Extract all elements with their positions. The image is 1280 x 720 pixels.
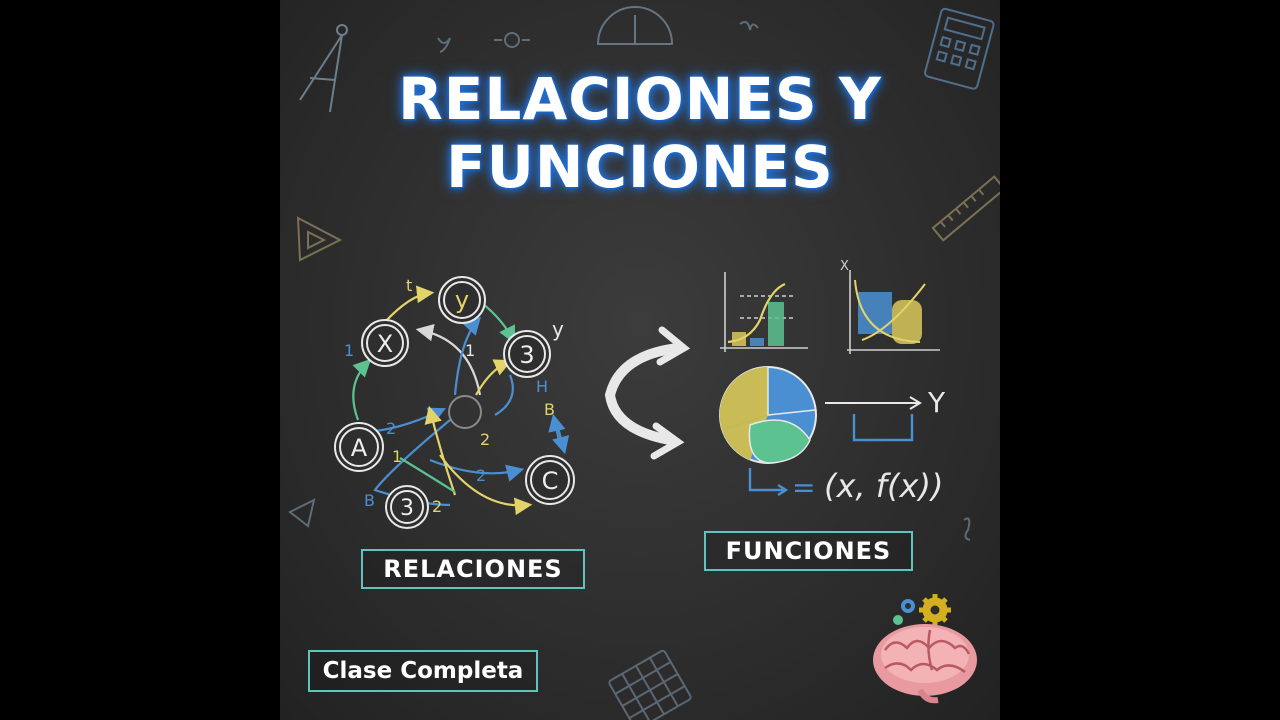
graph-x-label: X <box>840 259 849 274</box>
mark-b-right: B <box>544 400 555 419</box>
node-three-bottom-label: 3 <box>400 496 414 521</box>
chalkboard: RELACIONES Y FUNCIONES <box>280 0 1000 720</box>
mark-two-bottom: 2 <box>432 497 442 516</box>
set-square-icon <box>296 216 343 262</box>
hub-node <box>448 395 482 429</box>
small-gear-icon <box>901 599 915 613</box>
mark-t: t <box>406 276 412 295</box>
relation-arrows <box>352 285 570 516</box>
compass-icon <box>299 24 348 113</box>
mark-one-mid: 1 <box>465 341 475 360</box>
codomain-bracket <box>852 414 914 442</box>
mark-two-c: 2 <box>476 466 486 485</box>
node-y <box>438 276 486 324</box>
relaciones-label: RELACIONES <box>361 549 585 589</box>
node-c <box>525 455 575 505</box>
mapping-arrow-icon <box>825 396 922 410</box>
mark-one-left: 1 <box>344 341 354 360</box>
mark-one-a: 1 <box>392 447 402 466</box>
formula-equals: = <box>792 471 815 504</box>
function-pie-chart <box>719 366 817 464</box>
title-line-1: RELACIONES Y <box>398 65 882 133</box>
scribble-doodles <box>288 21 971 541</box>
calculator-icon-bottom <box>608 649 692 720</box>
node-three-top <box>503 330 551 378</box>
protractor-icon <box>596 6 674 45</box>
transform-arrow-icon <box>604 326 691 460</box>
mark-b-bottom: B <box>364 491 375 510</box>
mark-two-a: 2 <box>386 419 396 438</box>
node-three-bottom <box>385 485 429 529</box>
clase-completa-badge: Clase Completa <box>308 650 538 692</box>
node-y-label: y <box>455 286 469 314</box>
brain-icon <box>873 594 977 704</box>
function-graph-1 <box>720 272 808 352</box>
chalk-doodles <box>288 6 1000 720</box>
function-formula: (x, f(x)) <box>824 467 943 505</box>
calculator-icon <box>924 7 995 90</box>
node-x <box>361 319 409 367</box>
ruler-icon <box>931 175 1000 242</box>
function-graph-2: X <box>840 259 940 354</box>
title-line-2: FUNCIONES <box>446 133 834 201</box>
funciones-label: FUNCIONES <box>704 531 913 571</box>
gear-icon <box>919 594 951 626</box>
node-three-top-label: 3 <box>519 341 534 369</box>
mark-two-mid: 2 <box>480 430 490 449</box>
function-y-label: Y <box>927 386 946 419</box>
node-c-label: C <box>542 467 559 495</box>
node-x-label: X <box>377 330 393 358</box>
node-a <box>334 422 384 472</box>
result-arrow-icon <box>748 468 785 492</box>
mark-y-right: y <box>552 317 564 341</box>
node-a-label: A <box>351 434 368 462</box>
relations-diagram: X y 3 A C 3 t 1 1 y H B 2 1 2 <box>334 259 977 704</box>
mark-h: H <box>536 377 548 396</box>
